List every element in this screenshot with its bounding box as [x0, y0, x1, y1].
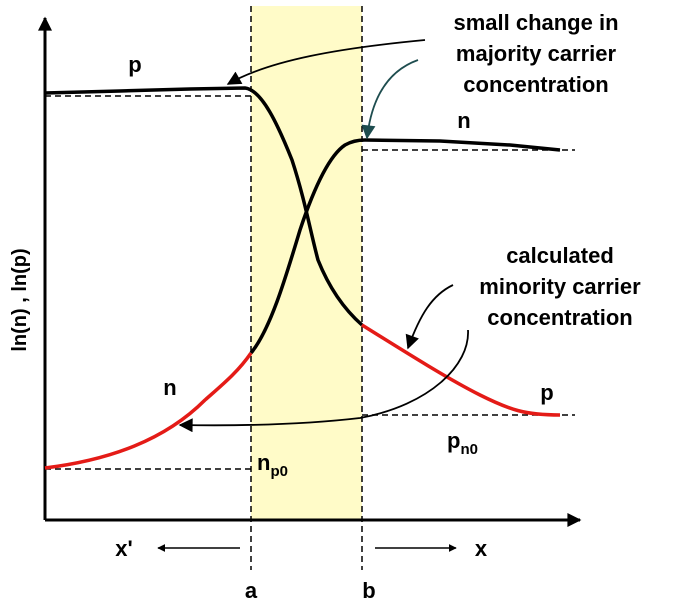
minority-annotation-line-3: concentration: [487, 305, 632, 330]
depletion-region: [251, 6, 362, 520]
minority-pointer-arrow-left: [178, 329, 469, 433]
electron-minority-curve: [44, 352, 253, 470]
minority-pointer-arrow-right: [405, 284, 454, 350]
edge-b-label: b: [362, 578, 375, 603]
np0-label: np0: [257, 450, 288, 480]
edge-a-label: a: [245, 578, 258, 603]
majority-pointer-arrow-teal: [361, 59, 419, 140]
majority-annotation-line-3: concentration: [463, 72, 608, 97]
pn0-label: pn0: [447, 428, 478, 458]
majority-annotation-line-1: small change in: [453, 10, 618, 35]
minority-annotation-line-2: minority carrier: [479, 274, 641, 299]
left-minority-label: n: [163, 375, 176, 400]
hole-minority-curve: [361, 323, 561, 417]
minority-annotation-line-1: calculated: [506, 243, 614, 268]
majority-pointer-arrow: [226, 39, 426, 85]
left-majority-label: p: [128, 52, 141, 77]
y-axis-label: ln(n) , ln(p): [9, 248, 31, 351]
x-prime-label: x': [115, 536, 132, 561]
hole-majority-curve: [44, 86, 364, 327]
right-minority-label: p: [540, 380, 553, 405]
x-label: x: [475, 536, 488, 561]
majority-annotation-line-2: majority carrier: [456, 41, 617, 66]
electron-majority-curve: [249, 138, 561, 355]
right-majority-label: n: [457, 108, 470, 133]
